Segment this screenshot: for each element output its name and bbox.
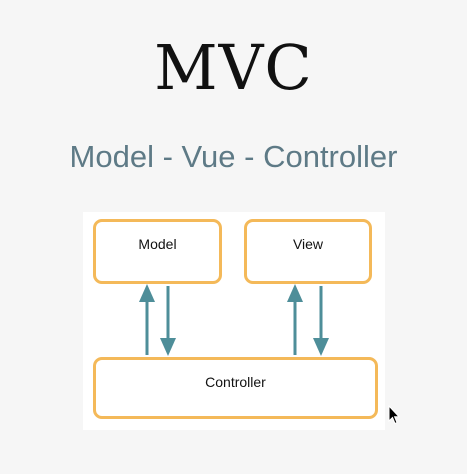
mvc-diagram: Model View Controller bbox=[83, 212, 385, 430]
view-box: View bbox=[244, 219, 372, 284]
arrow-model-to-controller bbox=[160, 286, 176, 356]
controller-box: Controller bbox=[93, 357, 378, 419]
arrow-pointer-icon bbox=[388, 405, 400, 425]
arrow-controller-to-view bbox=[287, 284, 303, 355]
model-label: Model bbox=[138, 236, 177, 252]
page-title: MVC bbox=[154, 31, 313, 104]
page-subtitle: Model - Vue - Controller bbox=[69, 139, 398, 174]
model-box: Model bbox=[93, 219, 222, 284]
arrow-controller-to-model bbox=[139, 284, 155, 355]
controller-label: Controller bbox=[205, 374, 266, 390]
arrow-view-to-controller bbox=[313, 286, 329, 356]
view-label: View bbox=[292, 236, 324, 252]
